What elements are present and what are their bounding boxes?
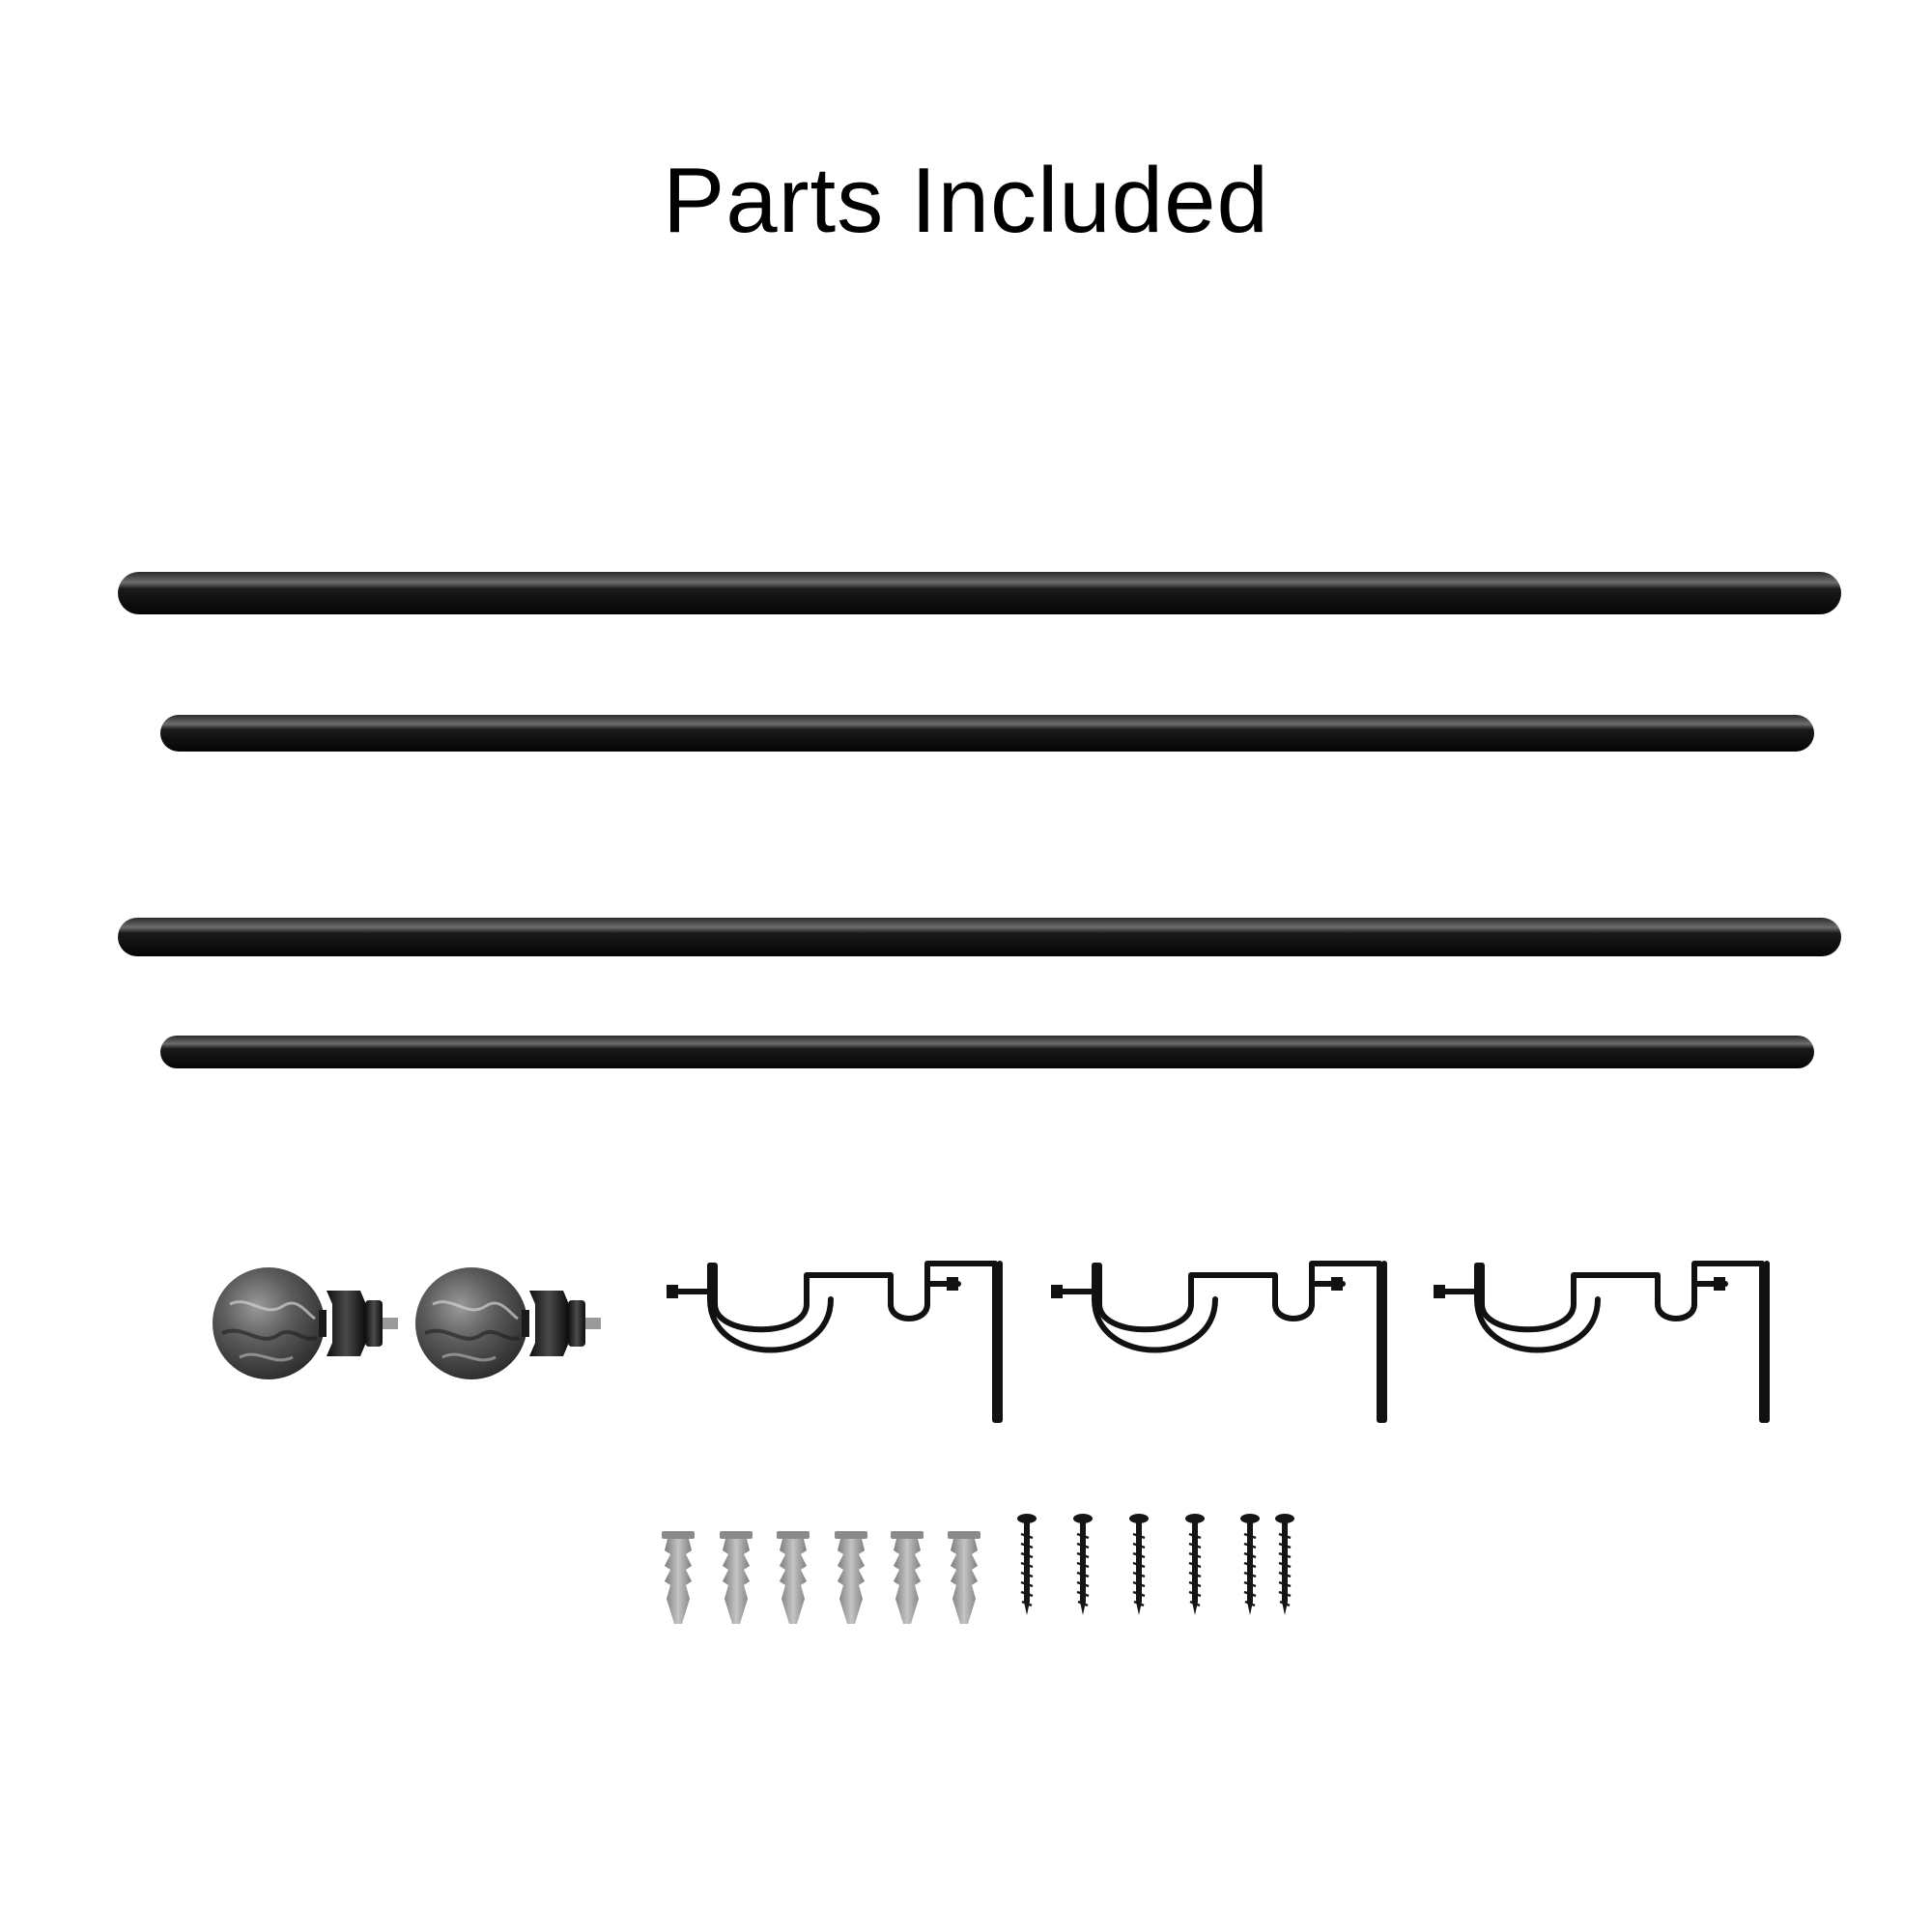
screw-icon [1275, 1514, 1294, 1615]
screw-icon [1185, 1514, 1205, 1615]
wall-anchor-icon [777, 1531, 810, 1624]
rod-long-2 [118, 918, 1841, 956]
wall-anchor-icon [948, 1531, 980, 1624]
rod-long-1 [118, 572, 1841, 614]
wall-anchor-icon [835, 1531, 867, 1624]
double-bracket-icon [1051, 1261, 1387, 1423]
screw-icon [1017, 1514, 1037, 1615]
screw-icon [1073, 1514, 1093, 1615]
wall-anchor-icon [720, 1531, 753, 1624]
double-bracket-icon [667, 1261, 1003, 1423]
screw-icon [1240, 1514, 1260, 1615]
wall-anchor-icon [891, 1531, 923, 1624]
double-bracket-icon [1434, 1261, 1770, 1423]
rod-short-1 [160, 715, 1814, 752]
rod-short-2 [160, 1036, 1814, 1068]
wall-anchor-icon [662, 1531, 695, 1624]
marble-ball-icon [415, 1267, 601, 1379]
page-title: Parts Included [663, 149, 1269, 252]
marble-ball-icon [213, 1267, 398, 1379]
screw-icon [1129, 1514, 1149, 1615]
